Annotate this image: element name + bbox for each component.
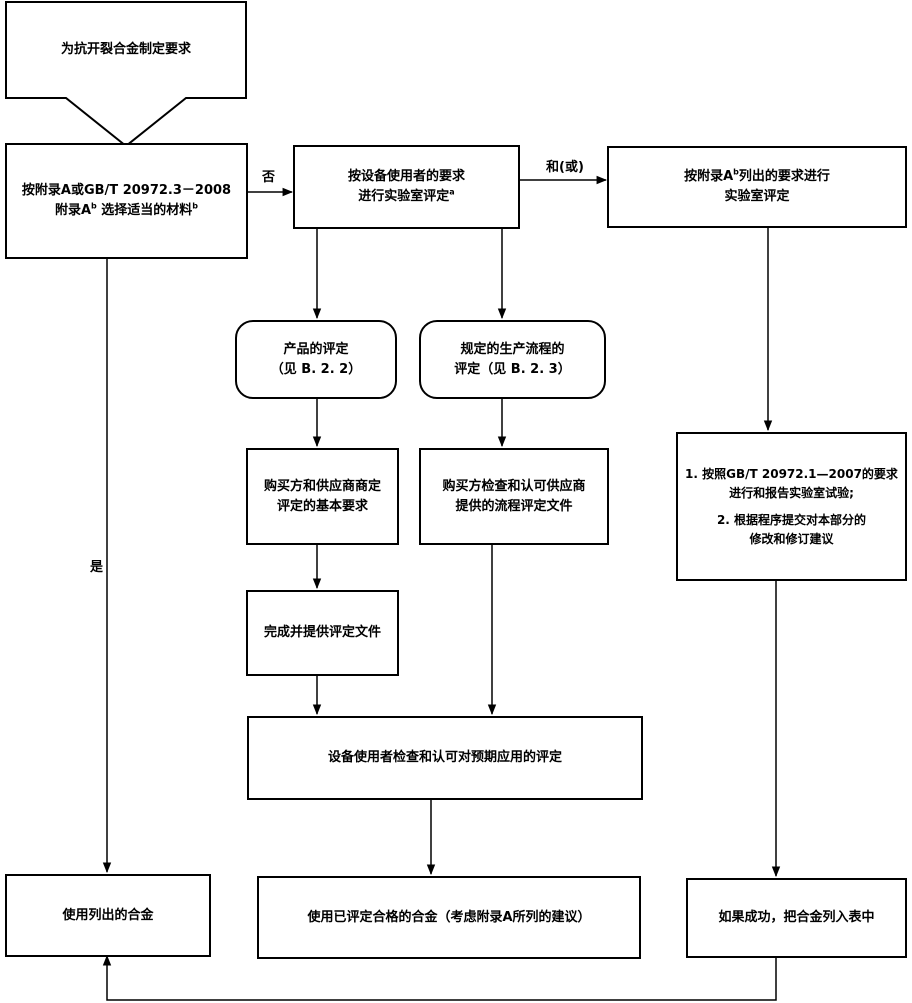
node-buyer-check-line-1: 购买方检查和认可供应商	[442, 478, 586, 494]
node-buyer-agree: 购买方和供应商商定 评定的基本要求	[246, 448, 399, 545]
node-report-item1-line-1: 1. 按照GB/T 20972.1—2007的要求	[685, 466, 898, 481]
node-select-line-2b: 选择适当的材料	[101, 203, 193, 218]
footnote-marker-a: a	[449, 187, 455, 197]
node-complete-docs: 完成并提供评定文件	[246, 590, 399, 676]
footnote-marker-b2: b	[192, 201, 199, 211]
node-user-check-text: 设备使用者检查和认可对预期应用的评定	[327, 750, 562, 765]
node-test-report: 1. 按照GB/T 20972.1—2007的要求 进行和报告实验室试验; 2.…	[676, 432, 907, 581]
node-product-line-2: （见 B. 2. 2）	[270, 361, 362, 377]
node-complete-docs-text: 完成并提供评定文件	[263, 625, 381, 640]
node-user-check: 设备使用者检查和认可对预期应用的评定	[247, 716, 643, 800]
node-product-eval: 产品的评定 （见 B. 2. 2）	[235, 320, 397, 399]
node-start: 为抗开裂合金制定要求	[8, 4, 244, 96]
node-if-success-text: 如果成功，把合金列入表中	[718, 910, 875, 925]
node-start-text: 为抗开裂合金制定要求	[60, 42, 191, 57]
node-select-line-2-wrap: 附录Ab 选择适当的材料b	[55, 201, 198, 221]
footnote-marker-b3: b	[733, 167, 739, 177]
node-select-material: 按附录A或GB/T 20972.3－2008 附录Ab 选择适当的材料b	[5, 143, 248, 259]
node-process-line-2: 评定（见 B. 2. 3）	[454, 361, 571, 377]
node-buyer-agree-line-1: 购买方和供应商商定	[263, 478, 381, 494]
node-lab-eval-annex: 按附录Ab列出的要求进行 实验室评定	[607, 146, 907, 228]
node-select-line-1: 按附录A或GB/T 20972.3－2008	[21, 183, 232, 198]
node-use-qualified: 使用已评定合格的合金（考虑附录A所列的建议）	[257, 876, 641, 959]
node-if-success: 如果成功，把合金列入表中	[686, 878, 907, 958]
node-lab-user-line-2-wrap: 进行实验室评定a	[358, 187, 454, 207]
edge-label-and-or: 和(或)	[546, 160, 584, 176]
edge-success-listed	[102, 954, 777, 1001]
node-use-listed-text: 使用列出的合金	[62, 907, 154, 923]
edge-label-yes: 是	[90, 560, 104, 576]
node-buyer-check-line-2: 提供的流程评定文件	[455, 498, 573, 514]
node-report-item2-line-1: 2. 根据程序提交对本部分的	[716, 512, 867, 527]
node-lab-user-line-2: 进行实验室评定	[358, 189, 450, 204]
node-report-item2-line-2: 修改和修订建议	[749, 531, 834, 546]
node-use-listed: 使用列出的合金	[5, 874, 211, 957]
node-lab-annex-line-1-wrap: 按附录Ab列出的要求进行	[684, 167, 830, 187]
footnote-marker-b: b	[91, 201, 97, 211]
node-lab-annex-line-1a: 按附录A	[684, 169, 734, 184]
node-lab-annex-line-2: 实验室评定	[724, 189, 790, 204]
node-lab-eval-user: 按设备使用者的要求 进行实验室评定a	[293, 145, 520, 229]
node-product-line-1: 产品的评定	[283, 341, 349, 357]
node-report-item1-line-2: 进行和报告实验室试验;	[729, 485, 854, 500]
node-lab-annex-line-1b: 列出的要求进行	[738, 169, 830, 184]
node-process-line-1: 规定的生产流程的	[460, 341, 565, 357]
edge-label-no: 否	[262, 170, 276, 186]
node-select-line-2a: 附录A	[54, 203, 92, 218]
start-block-arrow	[5, 1, 247, 148]
node-process-eval: 规定的生产流程的 评定（见 B. 2. 3）	[419, 320, 606, 399]
node-buyer-check: 购买方检查和认可供应商 提供的流程评定文件	[419, 448, 609, 545]
node-lab-user-line-1: 按设备使用者的要求	[347, 169, 465, 184]
node-buyer-agree-line-2: 评定的基本要求	[276, 498, 368, 514]
node-use-qualified-text: 使用已评定合格的合金（考虑附录A所列的建议）	[307, 909, 591, 925]
